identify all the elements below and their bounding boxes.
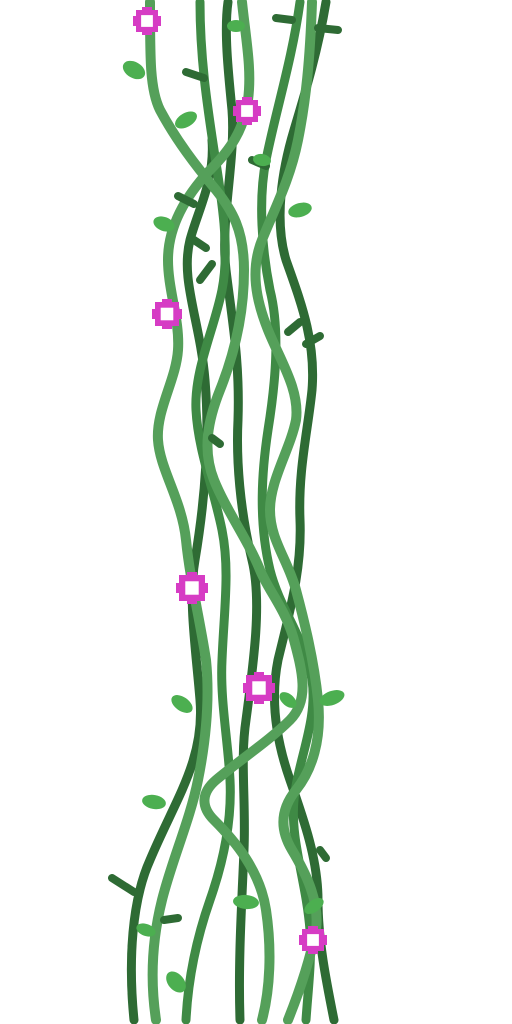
flower-5-icon: [243, 672, 275, 704]
twig-2: [160, 914, 182, 924]
vine-mid-b-stem: [181, 0, 235, 1024]
twig-5: [190, 236, 210, 252]
flower-center: [141, 15, 153, 27]
leaf-5: [171, 695, 193, 713]
leaf-14: [227, 20, 245, 32]
flower-1-icon: [133, 7, 161, 35]
twig-7: [284, 318, 304, 336]
vine-light-a-stem: [147, 0, 255, 1024]
vine-dark-right-stem: [269, 0, 339, 1024]
flower-3-icon: [152, 299, 182, 329]
leaf-4: [288, 202, 312, 218]
leaf-6: [142, 794, 166, 810]
twig-6: [196, 260, 216, 284]
flower-center: [160, 307, 174, 321]
vine-stems: [126, 0, 339, 1024]
twig-10: [314, 24, 342, 34]
flower-center: [252, 681, 266, 695]
leaf-10: [279, 692, 297, 708]
twig-4: [174, 192, 198, 208]
twig-9: [316, 846, 330, 862]
twig-12: [208, 434, 224, 448]
flower-center: [185, 581, 199, 595]
vine-leaves: [122, 20, 345, 993]
vine-light-c-stem: [250, 0, 324, 1024]
twig-3: [182, 68, 208, 82]
vine-dark-left-stem: [126, 135, 217, 1024]
leaf-12: [136, 923, 156, 937]
twig-8: [302, 332, 324, 348]
flower-2-icon: [233, 97, 261, 125]
flower-6-icon: [299, 926, 327, 954]
leaf-9: [319, 690, 345, 706]
flower-center: [241, 105, 253, 117]
vine-twigs: [108, 14, 342, 924]
flower-4-icon: [176, 572, 208, 604]
leaf-13: [253, 153, 271, 167]
flower-center: [307, 934, 319, 946]
leaf-11: [304, 898, 324, 914]
leaf-2: [175, 111, 197, 129]
leaf-1: [122, 60, 146, 80]
leaf-7: [233, 894, 259, 910]
leaf-3: [153, 216, 175, 232]
vine-flowers: [133, 7, 327, 954]
twig-11: [272, 14, 296, 24]
vine-light-b-stem: [145, 0, 308, 1024]
twig-1: [108, 874, 138, 896]
leaf-8: [166, 971, 186, 993]
